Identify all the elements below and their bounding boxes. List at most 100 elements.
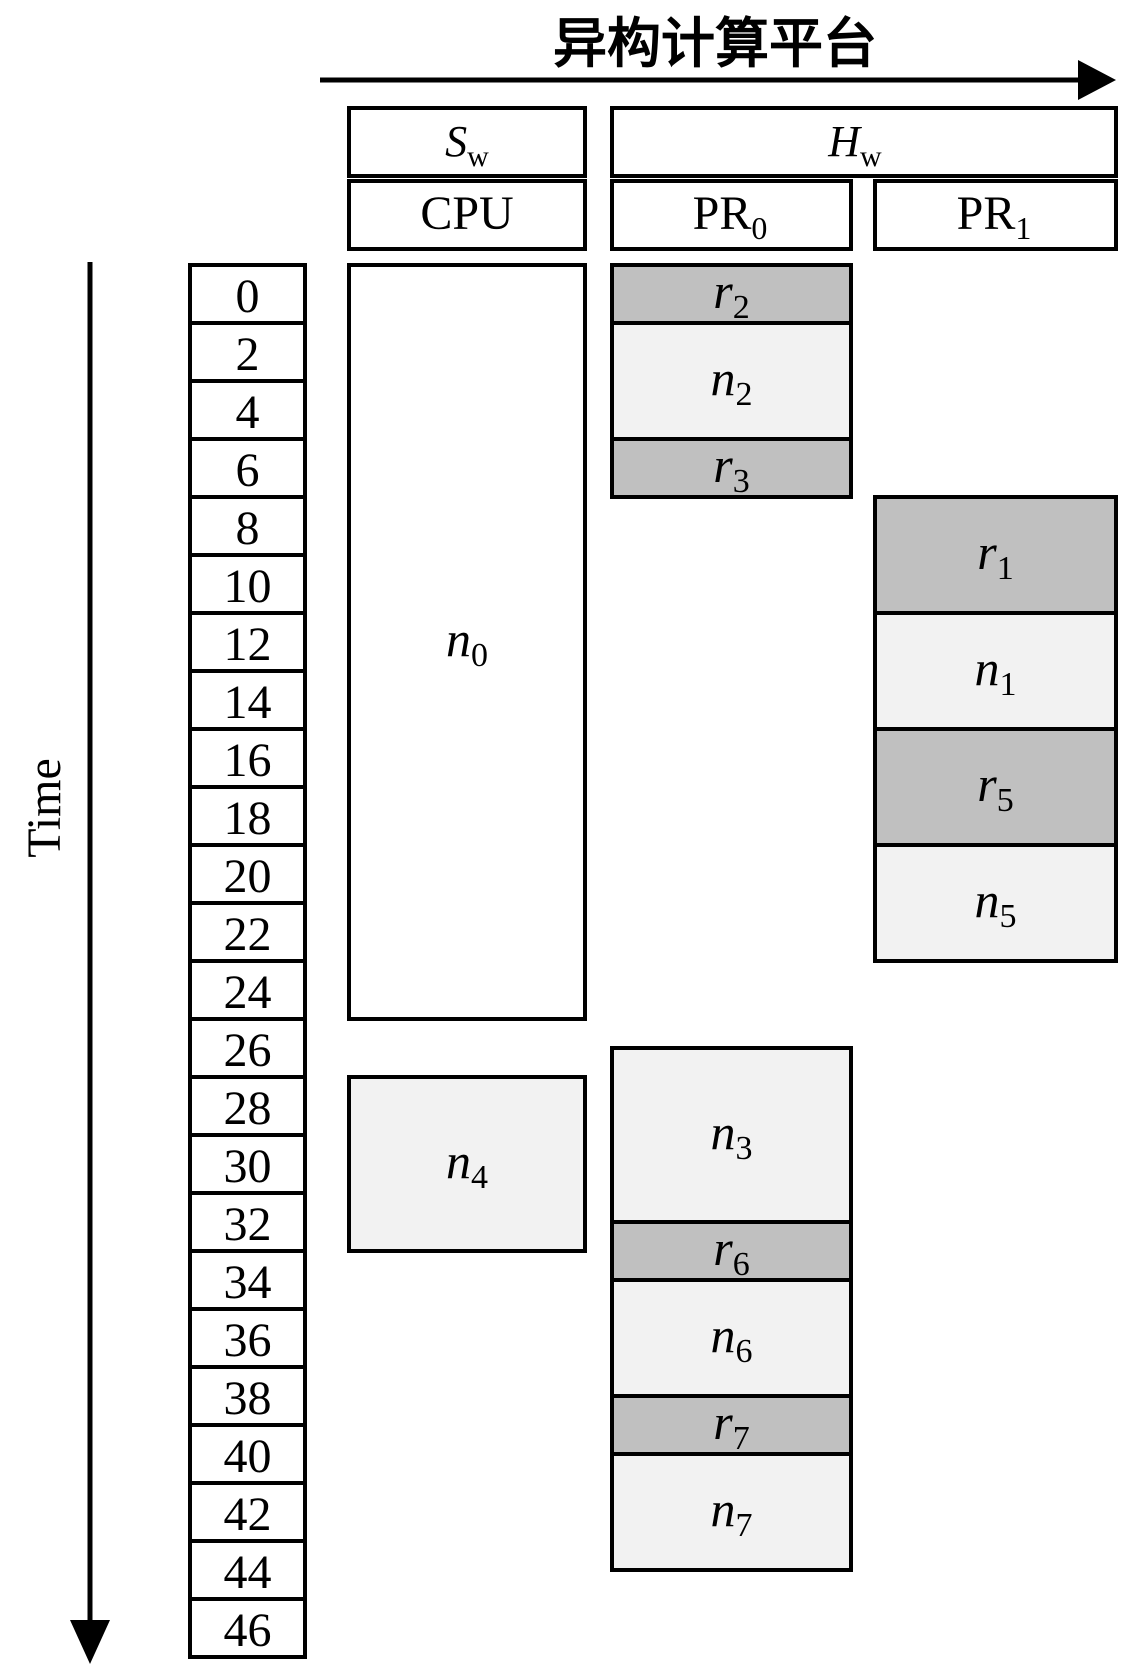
time-tick-label: 12 xyxy=(224,618,272,671)
column-pr1-main: PR xyxy=(957,187,1016,240)
time-tick-label: 32 xyxy=(224,1198,272,1251)
block-n4-rect xyxy=(347,1075,587,1253)
platform-arrow xyxy=(320,60,1116,100)
block-r6-rect xyxy=(610,1220,853,1282)
time-tick: 20 xyxy=(188,843,307,905)
block-r1: r1 xyxy=(873,495,1118,615)
time-tick-label: 20 xyxy=(224,850,272,903)
block-r5-label: r5 xyxy=(977,756,1013,819)
time-tick: 32 xyxy=(188,1191,307,1253)
block-r6-label: r6 xyxy=(713,1220,749,1283)
time-tick: 6 xyxy=(188,437,307,499)
time-tick-label: 6 xyxy=(236,444,260,497)
time-tick: 40 xyxy=(188,1423,307,1485)
time-tick: 14 xyxy=(188,669,307,731)
block-r7-label: r7 xyxy=(713,1394,749,1457)
svg-text:CPU: CPU xyxy=(420,187,513,240)
time-tick-label: 10 xyxy=(224,560,272,613)
block-r5: r5 xyxy=(873,727,1118,847)
time-axis xyxy=(70,262,110,1664)
column-header-pr0: PR0 xyxy=(610,179,853,251)
block-r1-label: r1 xyxy=(977,524,1013,587)
header-hw-main: H xyxy=(827,117,862,166)
column-pr1-sub: 1 xyxy=(1015,210,1031,246)
time-tick: 8 xyxy=(188,495,307,557)
block-n5: n5 xyxy=(873,843,1118,963)
time-tick: 26 xyxy=(188,1017,307,1079)
block-r3-label: r3 xyxy=(713,437,749,500)
header-sw-main: S xyxy=(445,117,467,166)
block-n7-label: n7 xyxy=(711,1481,753,1544)
block-n3-label: n3 xyxy=(711,1104,753,1167)
column-header-pr1: PR1 xyxy=(873,179,1118,251)
svg-text:PR0: PR0 xyxy=(693,187,768,246)
header-hw: Hw xyxy=(610,106,1118,178)
block-n5-rect xyxy=(873,843,1118,963)
block-n7: n7 xyxy=(610,1452,853,1572)
block-n7-rect xyxy=(610,1452,853,1572)
svg-text:PR1: PR1 xyxy=(957,187,1032,246)
time-tick: 10 xyxy=(188,553,307,615)
time-tick: 46 xyxy=(188,1597,307,1659)
time-tick-label: 28 xyxy=(224,1082,272,1135)
time-tick: 34 xyxy=(188,1249,307,1311)
time-tick-label: 8 xyxy=(236,502,260,555)
time-tick-label: 22 xyxy=(224,908,272,961)
time-tick-label: 24 xyxy=(224,966,272,1019)
block-r3-rect xyxy=(610,437,853,499)
block-n4-label: n4 xyxy=(446,1133,488,1196)
block-n3: n3 xyxy=(610,1046,853,1224)
time-tick-label: 42 xyxy=(224,1488,272,1541)
svg-text:Hw: Hw xyxy=(827,117,882,173)
header-hw-sub: w xyxy=(860,140,882,173)
time-scale: 0246810121416182022242628303234363840424… xyxy=(188,263,307,1659)
time-tick: 24 xyxy=(188,959,307,1021)
column-pr0-sub: 0 xyxy=(751,210,767,246)
header-sw-sub: w xyxy=(467,140,489,173)
time-tick: 4 xyxy=(188,379,307,441)
time-tick-label: 44 xyxy=(224,1546,272,1599)
block-n1-label: n1 xyxy=(975,640,1017,703)
time-tick-label: 18 xyxy=(224,792,272,845)
time-tick: 12 xyxy=(188,611,307,673)
time-tick: 38 xyxy=(188,1365,307,1427)
time-tick-label: 0 xyxy=(236,270,260,323)
block-n0: n0 xyxy=(347,263,587,1021)
platform-title: 异构计算平台 xyxy=(553,12,877,75)
block-r7-rect xyxy=(610,1394,853,1456)
block-n6: n6 xyxy=(610,1278,853,1398)
time-tick: 22 xyxy=(188,901,307,963)
time-tick-label: 30 xyxy=(224,1140,272,1193)
time-tick: 30 xyxy=(188,1133,307,1195)
block-r2: r2 xyxy=(610,263,853,326)
column-header-cpu: CPU xyxy=(347,179,587,251)
time-label: Time xyxy=(18,758,71,858)
block-n6-rect xyxy=(610,1278,853,1398)
time-tick-label: 40 xyxy=(224,1430,272,1483)
block-n3-rect xyxy=(610,1046,853,1224)
time-tick: 2 xyxy=(188,321,307,383)
column-cpu-label: CPU xyxy=(420,187,513,240)
block-n4: n4 xyxy=(347,1075,587,1253)
block-r1-rect xyxy=(873,495,1118,615)
block-r6: r6 xyxy=(610,1220,853,1283)
time-tick: 36 xyxy=(188,1307,307,1369)
block-n1: n1 xyxy=(873,611,1118,731)
time-tick: 42 xyxy=(188,1481,307,1543)
block-n2: n2 xyxy=(610,321,853,441)
block-r2-label: r2 xyxy=(713,263,749,326)
time-tick-label: 26 xyxy=(224,1024,272,1077)
block-n6-label: n6 xyxy=(711,1307,753,1370)
time-tick-label: 4 xyxy=(236,386,260,439)
time-tick-label: 16 xyxy=(224,734,272,787)
block-n5-label: n5 xyxy=(975,872,1017,935)
time-tick: 0 xyxy=(188,263,307,325)
block-n1-rect xyxy=(873,611,1118,731)
time-tick-label: 2 xyxy=(236,328,260,381)
time-tick: 44 xyxy=(188,1539,307,1601)
block-r5-rect xyxy=(873,727,1118,847)
time-tick: 28 xyxy=(188,1075,307,1137)
block-n0-rect xyxy=(347,263,587,1021)
time-tick-label: 46 xyxy=(224,1604,272,1657)
